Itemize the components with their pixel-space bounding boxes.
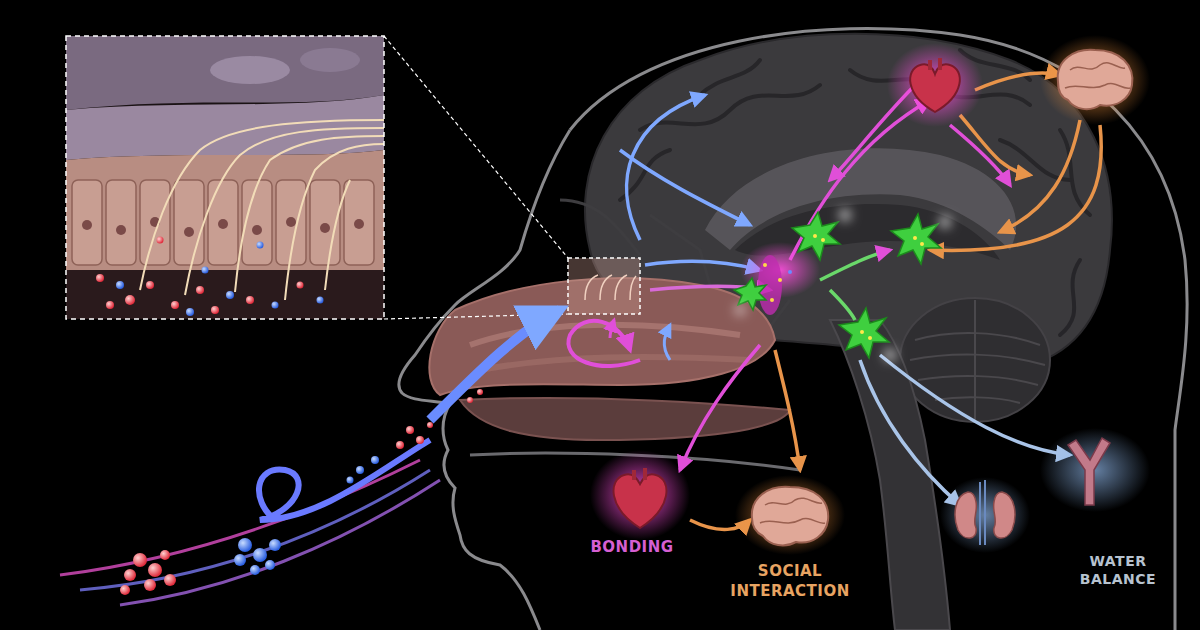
effect-label: BONDING: [577, 538, 687, 558]
effect-label: WATER BALANCE: [1078, 552, 1158, 588]
effect-label: SOCIAL INTERACTION: [720, 562, 860, 601]
